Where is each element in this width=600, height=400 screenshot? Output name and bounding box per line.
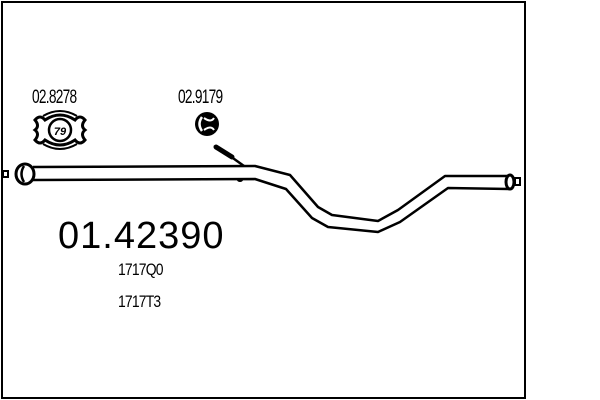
clamp-part-number: 02.8278 [32,87,77,108]
main-part-number: 01.42390 [58,215,225,257]
clamp-icon [32,110,88,150]
pipe-outlet-flange-icon [504,173,521,191]
hanger-rod-icon [213,144,245,168]
left-connector-icon [2,170,9,178]
weld-mark-icon [237,178,243,182]
oe-number: 1717Q0 [118,260,164,279]
pipe-inlet-flange-icon [14,162,36,186]
oe-number: 1717T3 [118,292,161,311]
pipe-body [32,164,511,234]
diagram-frame [1,1,526,399]
right-connector-icon [514,177,521,186]
hanger-part-number: 02.9179 [178,87,223,108]
rubber-hanger-icon [195,112,219,136]
clamp-badge: 79 [54,126,67,138]
